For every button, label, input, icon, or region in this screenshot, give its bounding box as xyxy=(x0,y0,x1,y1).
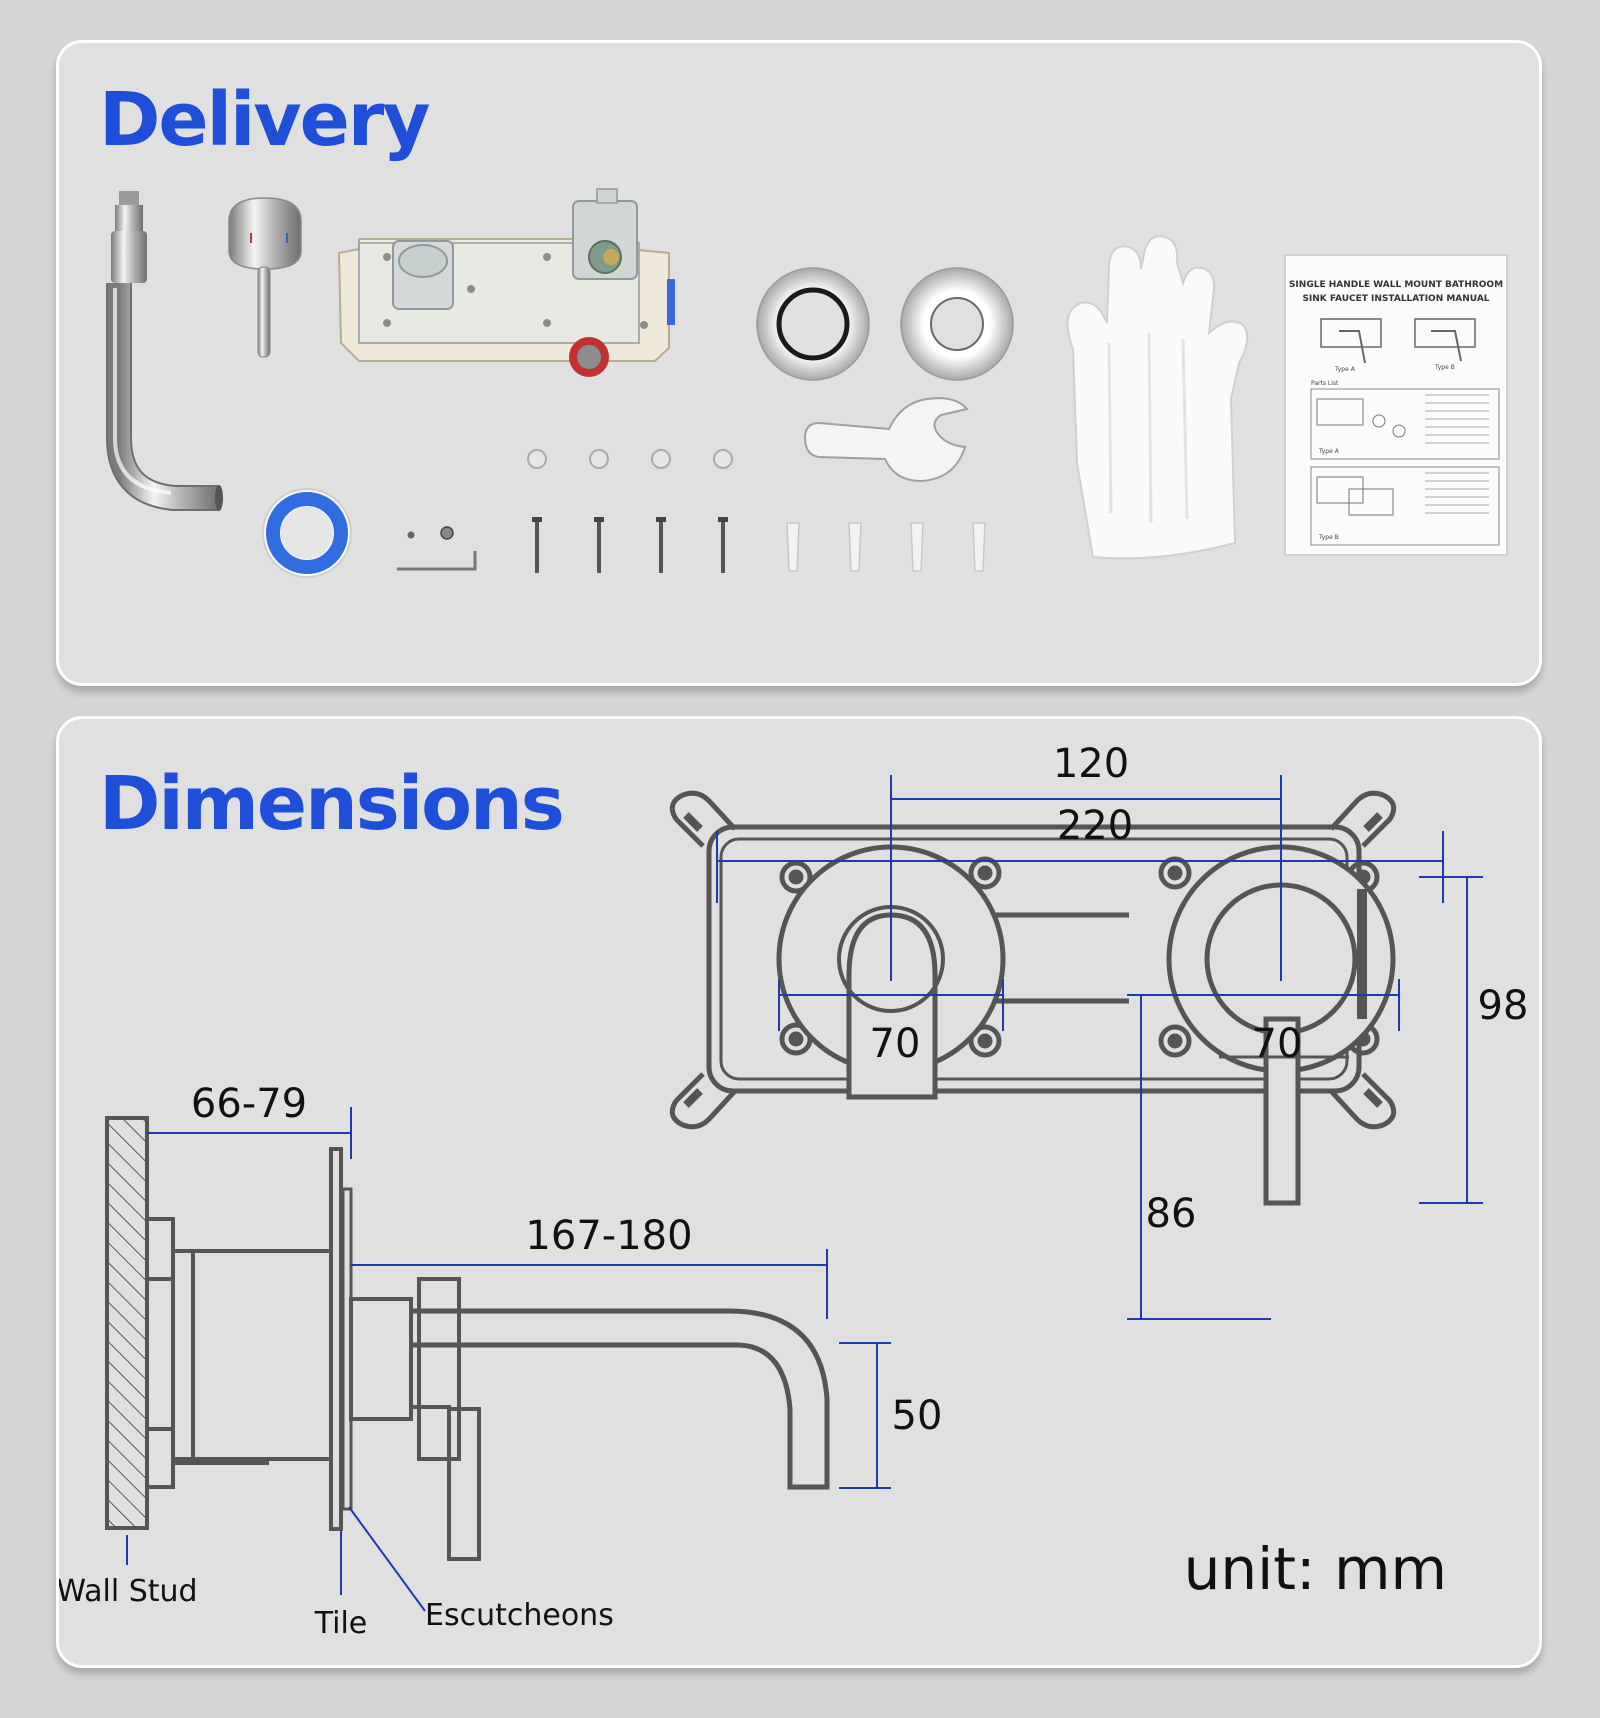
dim-86-label: 86 xyxy=(1146,1191,1197,1237)
dimension-drawing: 120 220 98 70 70 86 66-79 167-180 50 Wal… xyxy=(59,741,1529,1641)
gloves-part xyxy=(1066,235,1249,560)
wrench-part xyxy=(803,397,969,483)
dimensions-panel: Dimensions xyxy=(56,716,1542,1668)
hex-key-part xyxy=(397,526,477,571)
manual-title-line2: SINK FAUCET INSTALLATION MANUAL xyxy=(1302,294,1489,304)
screws-part xyxy=(532,517,728,573)
delivery-items: SINGLE HANDLE WALL MOUNT BATHROOM SINK F… xyxy=(106,188,1508,578)
manual-title-line1: SINGLE HANDLE WALL MOUNT BATHROOM xyxy=(1289,280,1503,290)
wall-anchors-part xyxy=(786,522,986,572)
manual-type-a-small: Type A xyxy=(1318,448,1340,455)
escutcheons-label: Escutcheons xyxy=(425,1598,614,1633)
delivery-heading: Delivery xyxy=(99,77,431,163)
dim-70-left-label: 70 xyxy=(870,1021,921,1067)
dimension-lines xyxy=(126,775,1483,1612)
valve-box-part xyxy=(337,188,675,377)
dim-50-label: 50 xyxy=(892,1393,943,1439)
side-view-drawing xyxy=(105,1116,830,1561)
dim-66-79-label: 66-79 xyxy=(191,1081,307,1127)
tile-label: Tile xyxy=(314,1606,368,1641)
installation-manual-part: SINGLE HANDLE WALL MOUNT BATHROOM SINK F… xyxy=(1284,254,1508,556)
dim-220-label: 220 xyxy=(1057,803,1133,849)
dim-167-180-label: 167-180 xyxy=(525,1213,692,1259)
teflon-tape-part xyxy=(262,488,352,578)
unit-label: unit: mm xyxy=(1184,1535,1447,1603)
escutcheon-rings-part xyxy=(756,267,1014,381)
delivery-panel: Delivery xyxy=(56,40,1542,686)
manual-parts-list: Parts List xyxy=(1311,380,1339,387)
dim-98-label: 98 xyxy=(1478,983,1529,1029)
handle-part xyxy=(228,197,302,358)
manual-type-b: Type B xyxy=(1434,364,1455,371)
front-view-drawing xyxy=(669,790,1397,1206)
manual-type-a: Type A xyxy=(1334,366,1356,373)
dim-70-right-label: 70 xyxy=(1252,1021,1303,1067)
washers-part xyxy=(527,449,733,469)
wall-stud-label: Wall Stud xyxy=(59,1574,198,1609)
dimensions-heading: Dimensions xyxy=(99,761,565,847)
manual-type-b-small: Type B xyxy=(1318,534,1339,541)
dim-120-label: 120 xyxy=(1053,741,1129,787)
spout-part xyxy=(106,191,223,511)
